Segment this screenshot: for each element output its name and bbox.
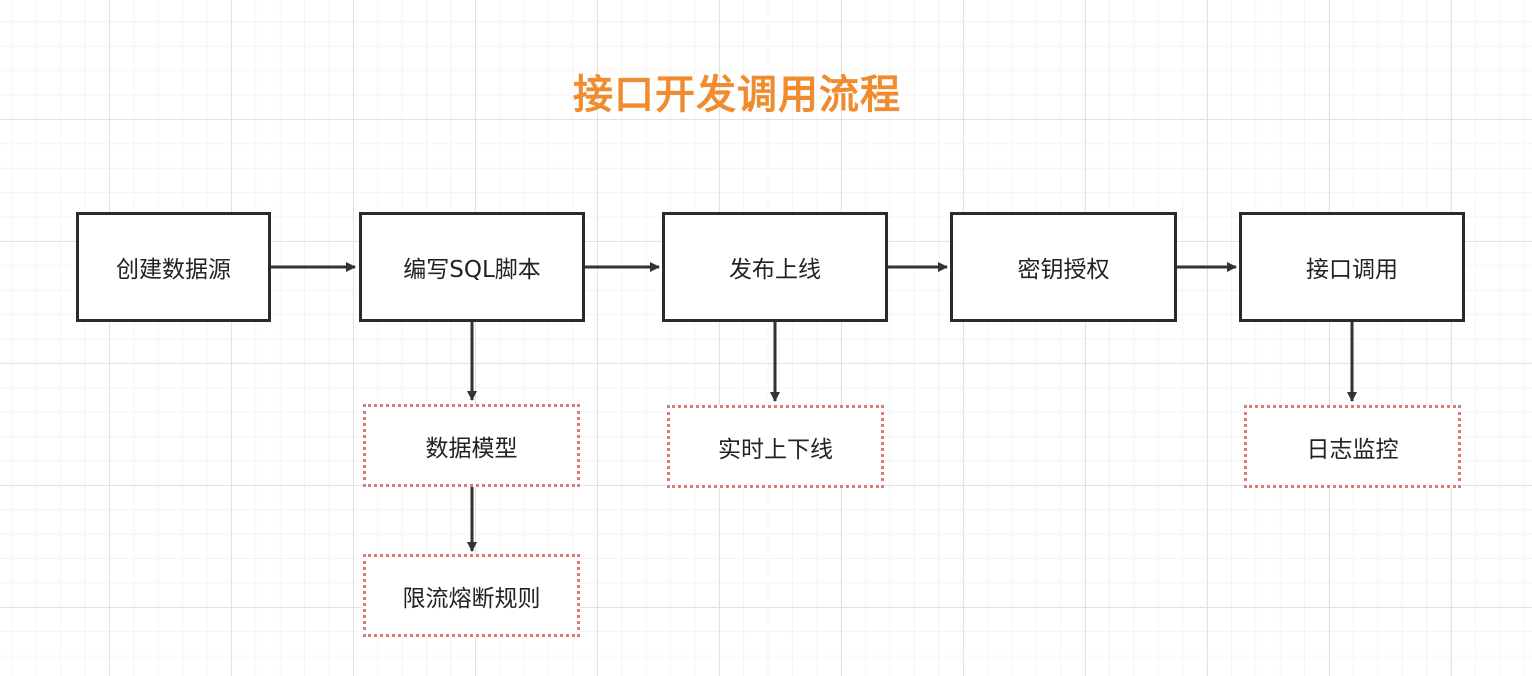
substep-label: 日志监控 <box>1306 436 1399 463</box>
substep-label: 数据模型 <box>425 435 518 462</box>
substep-label: 限流熔断规则 <box>402 585 541 612</box>
step-api-invoke: 接口调用 <box>1239 212 1465 322</box>
step-label: 编写SQL脚本 <box>403 257 541 283</box>
substep-rate-limit-rules: 限流熔断规则 <box>363 554 580 637</box>
substep-label: 实时上下线 <box>718 436 833 463</box>
step-create-datasource: 创建数据源 <box>76 212 271 322</box>
step-label: 密钥授权 <box>1017 257 1110 283</box>
substep-realtime-online-offline: 实时上下线 <box>667 405 884 488</box>
step-write-sql: 编写SQL脚本 <box>359 212 585 322</box>
step-publish: 发布上线 <box>662 212 888 322</box>
step-label: 接口调用 <box>1306 257 1398 283</box>
step-label: 发布上线 <box>729 257 821 283</box>
step-key-auth: 密钥授权 <box>950 212 1177 322</box>
step-label: 创建数据源 <box>116 257 231 283</box>
substep-data-model: 数据模型 <box>363 404 580 487</box>
diagram-title: 接口开发调用流程 <box>573 72 901 118</box>
substep-log-monitoring: 日志监控 <box>1244 405 1461 488</box>
